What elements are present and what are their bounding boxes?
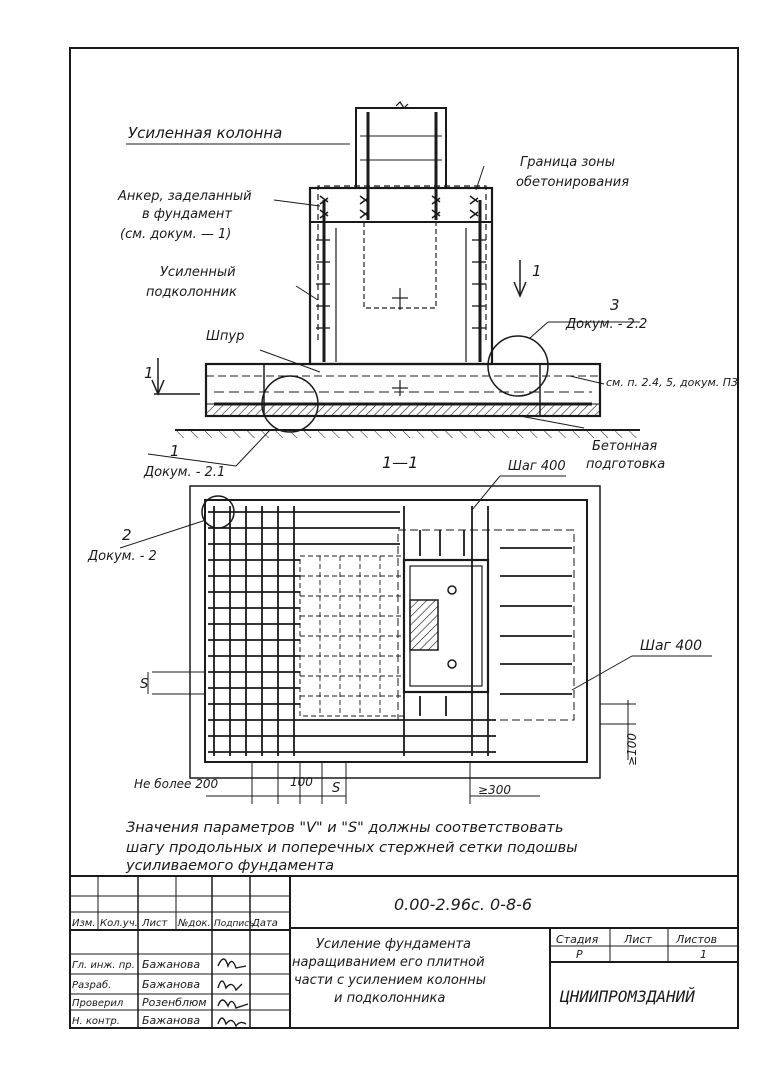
col-header-change: Изм. (72, 918, 96, 929)
callout-1-doc: Докум. - 2.1 (143, 465, 225, 480)
label-anchor-line2: в фундамент (142, 207, 232, 222)
name-checker: Розенблюм (142, 996, 207, 1009)
role-checker: Проверил (72, 998, 124, 1009)
dim-s-left: S (140, 677, 148, 692)
label-see-reference: см. п. 2.4, 5, докум. П3 (606, 376, 738, 389)
name-developer: Бажанова (142, 978, 200, 991)
dim-s-bottom: S (332, 781, 340, 796)
signatures (217, 958, 249, 1028)
note-line3: усиливаемого фундамента (125, 858, 334, 874)
plan-view (119, 475, 712, 804)
dim-not-more-than: Не более 200 (134, 777, 218, 791)
name-chief-engineer: Бажанова (142, 958, 200, 971)
name-norm-control: Бажанова (142, 1014, 200, 1027)
col-header-sheet: Лист (141, 918, 169, 929)
label-anchor-line1: Анкер, заделанный (117, 189, 252, 204)
note-line1: Значения параметров "V" и "S" должны соо… (126, 820, 564, 836)
stage-value: Р (576, 948, 583, 961)
callout-2-number: 2 (122, 526, 132, 544)
col-header-signature: Подпись (214, 919, 254, 929)
col-header-qty: Кол.уч. (100, 918, 138, 929)
organization-name: ЦНИИПРОМЗДАНИЙ (559, 987, 695, 1006)
col-header-doc: №док. (177, 918, 211, 929)
elevation-view (126, 101, 640, 467)
title-line3: части с усилением колонны (294, 973, 486, 988)
note-line2: шагу продольных и поперечных стержней се… (126, 840, 578, 856)
title-line1: Усиление фундамента (316, 937, 471, 952)
section-title: 1—1 (382, 453, 418, 472)
dim-100: 100 (290, 775, 313, 789)
label-sub-column-line2: подколонник (146, 285, 237, 300)
dim-100-right: ≥100 (625, 733, 639, 766)
document-code: 0.00-2.96с. 0-8-6 (394, 895, 532, 914)
title-line4: и подколонника (334, 991, 445, 1006)
signature-mark (217, 999, 249, 1009)
callout-3-number: 3 (610, 296, 620, 314)
label-zone-line1: Граница зоны (520, 155, 615, 170)
sheet-header: Лист (623, 933, 652, 946)
label-concrete-line1: Бетонная (592, 439, 657, 454)
role-norm-control: Н. контр. (72, 1016, 120, 1027)
role-chief-engineer: Гл. инж. пр. (72, 960, 135, 971)
callout-3-doc: Докум. - 2.2 (565, 317, 647, 332)
drawing-labels: Усиленная колонна Анкер, заделанный в фу… (87, 124, 738, 874)
label-reinforced-column: Усиленная колонна (128, 124, 282, 142)
title-block: 0.00-2.96с. 0-8-6 Усиление фундамента на… (72, 895, 717, 1027)
label-bore-hole: Шпур (206, 329, 244, 344)
label-pitch-top: Шаг 400 (508, 459, 566, 474)
signature-mark (217, 980, 243, 992)
dim-300: ≥300 (478, 783, 511, 797)
section-mark-left: 1 (144, 364, 154, 382)
stage-header: Стадия (556, 933, 599, 946)
label-anchor-line3: (см. докум. — 1) (120, 227, 231, 242)
signature-mark (217, 1017, 247, 1028)
label-pitch-right: Шаг 400 (640, 638, 702, 654)
label-sub-column-line1: Усиленный (160, 265, 236, 280)
sheets-header: Листов (675, 933, 717, 946)
role-developer: Разраб. (72, 979, 111, 991)
sheets-value: 1 (700, 948, 707, 961)
callout-2-doc: Докум. - 2 (87, 549, 157, 564)
label-concrete-line2: подготовка (586, 457, 665, 472)
title-line2: наращиванием его плитной (292, 955, 485, 970)
col-header-date: Дата (251, 918, 278, 929)
label-zone-line2: обетонирования (516, 175, 629, 190)
title-block-frame (69, 875, 739, 1029)
section-mark-top: 1 (532, 262, 542, 280)
signature-mark (217, 958, 247, 969)
callout-1-number: 1 (170, 442, 180, 460)
